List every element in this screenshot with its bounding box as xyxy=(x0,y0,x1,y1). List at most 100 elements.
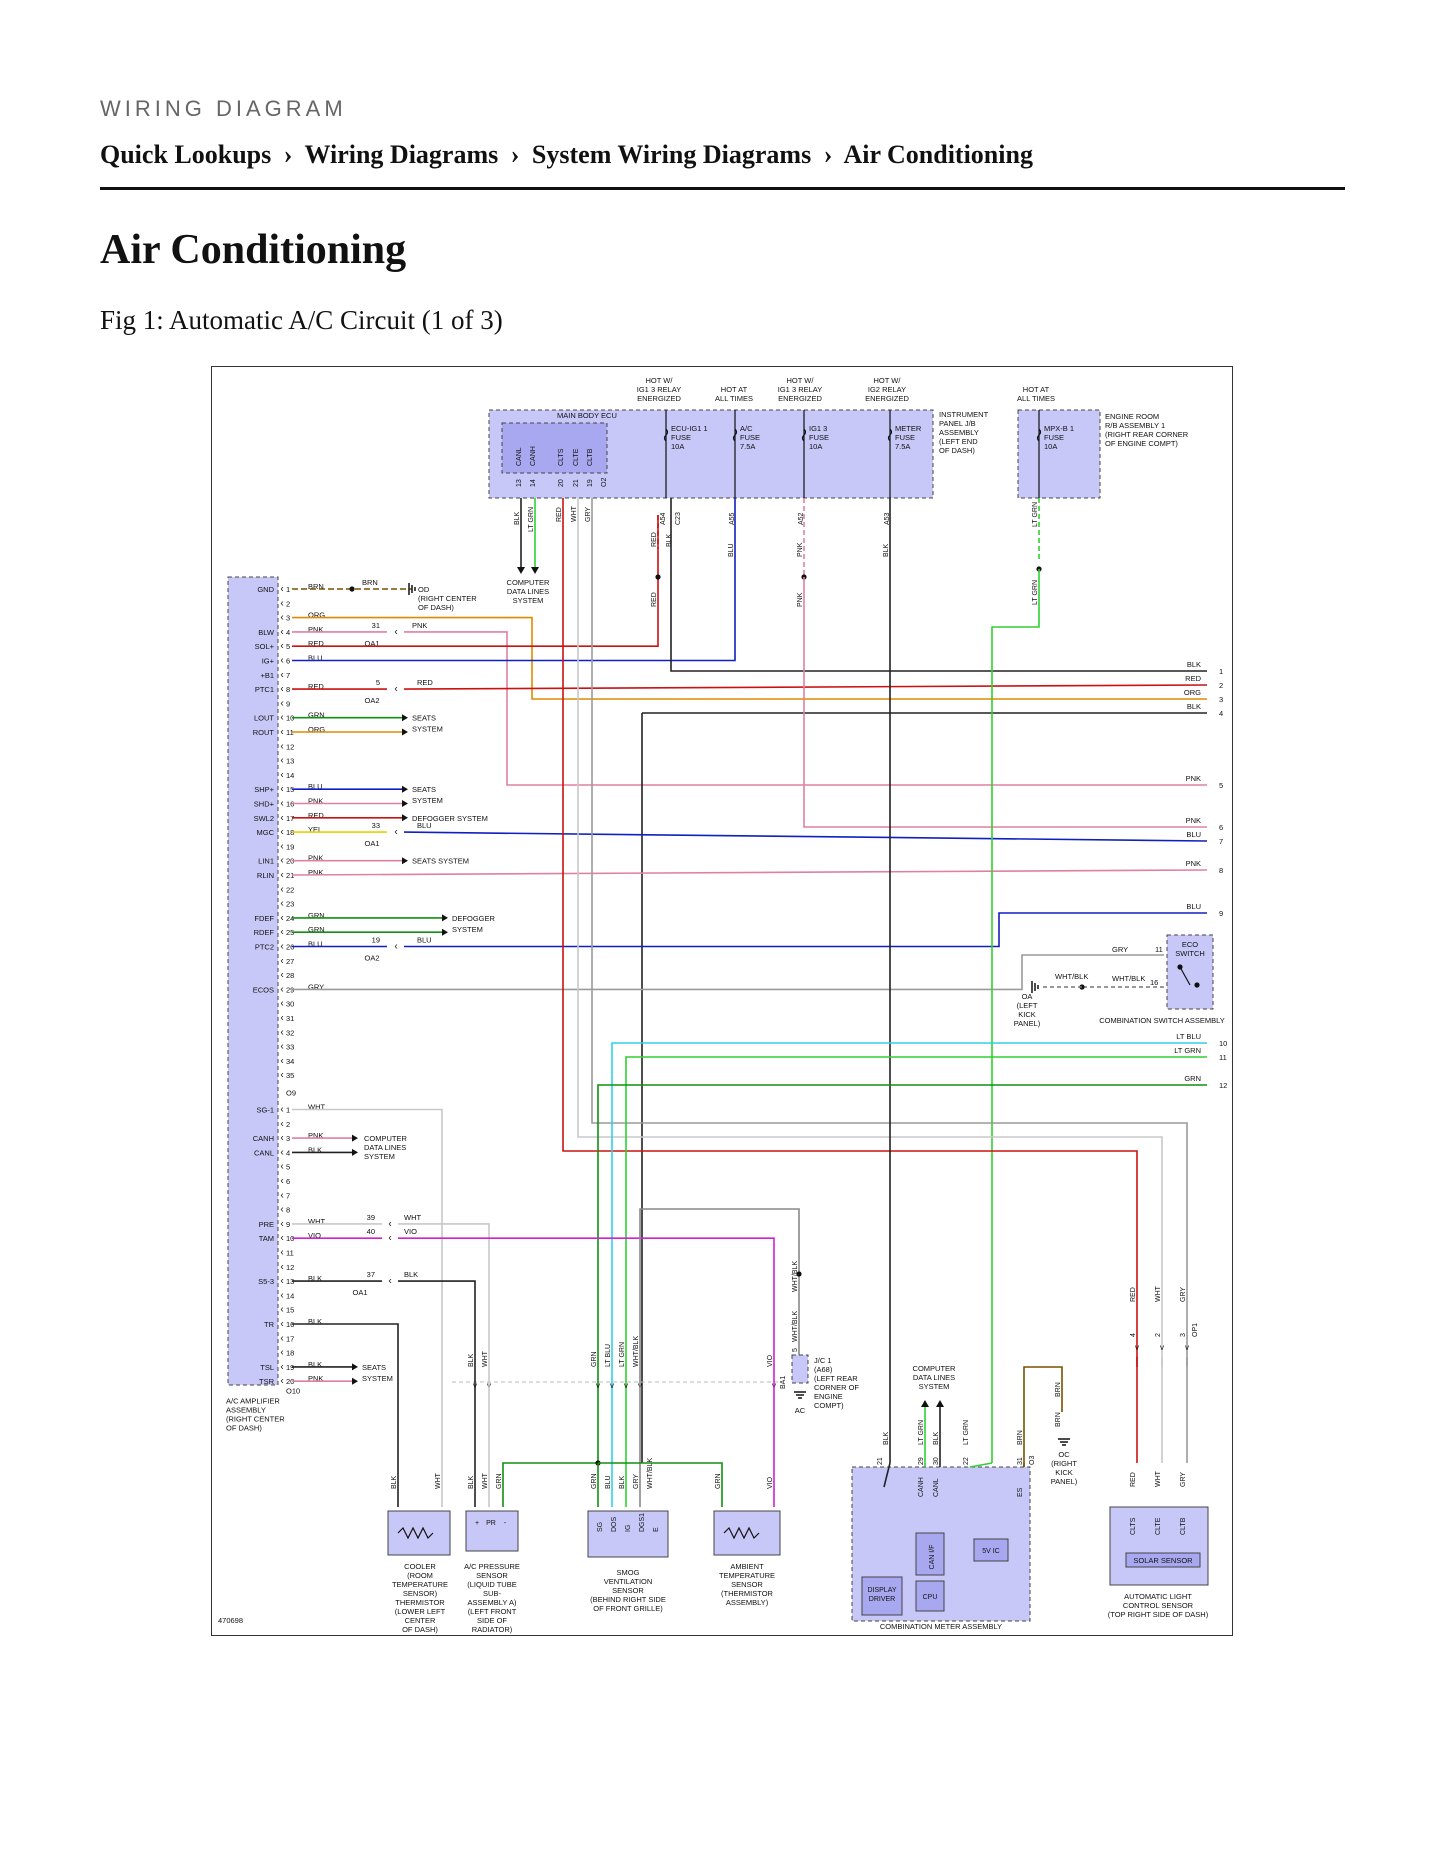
amplifier-pin-number: 6 xyxy=(286,657,290,666)
connector-icon: ‹ xyxy=(280,1261,283,1272)
engine-room-label: OF ENGINE COMPT) xyxy=(1105,439,1178,448)
amplifier-pin-label: SOL+ xyxy=(255,642,275,651)
wire-color-label: BLK xyxy=(514,511,521,525)
amplifier-pin-number: 12 xyxy=(286,742,294,751)
amplifier-pin-number: 3 xyxy=(286,614,290,623)
splice-dot xyxy=(349,586,355,592)
seats-system-label: SEATS SYSTEM xyxy=(412,857,469,866)
ground-od-label: (RIGHT CENTER xyxy=(418,594,477,603)
hot-label: HOT AT xyxy=(1023,385,1050,394)
ac-pressure-label: (LIQUID TUBE xyxy=(467,1580,516,1589)
combination-meter-label: COMBINATION METER ASSEMBLY xyxy=(880,1622,1002,1631)
breadcrumb-air-conditioning[interactable]: Air Conditioning xyxy=(843,140,1033,169)
solar-sensor-label: SOLAR SENSOR xyxy=(1133,1556,1193,1565)
wire-color-label: LT GRN xyxy=(963,1420,970,1445)
wire-color-label: GRN xyxy=(308,711,325,720)
connector-icon: ‹ xyxy=(280,1070,283,1081)
connector-icon: ‹ xyxy=(280,1133,283,1144)
hot-label: ALL TIMES xyxy=(715,394,753,403)
wire-color-label: WHT/BLK xyxy=(1055,972,1088,981)
meter-pin-number: 22 xyxy=(963,1457,970,1465)
ground-od-label: OF DASH) xyxy=(418,603,454,612)
wire-color-label: PNK xyxy=(1186,816,1201,825)
connector-icon: ‹ xyxy=(280,955,283,966)
arrow-icon xyxy=(442,914,448,922)
wire-color-label: GRN xyxy=(1184,1074,1201,1083)
smog-pin-label: SG xyxy=(597,1522,604,1532)
connector-icon: ‹ xyxy=(280,1147,283,1158)
amplifier-pin-label: +B1 xyxy=(260,671,274,680)
amplifier-pin-number: 11 xyxy=(286,1249,294,1258)
connector-icon: ‹ xyxy=(280,1161,283,1172)
amplifier-pin-number: 10 xyxy=(286,714,294,723)
fuse-icon xyxy=(801,428,807,442)
amplifier-pin-number: 1 xyxy=(286,1106,290,1115)
ac-amplifier-box xyxy=(227,576,279,1386)
fuse-connector-label: A55 xyxy=(729,512,736,525)
wire-color-label: BLU xyxy=(417,821,432,830)
connector-icon: ‹ xyxy=(388,1233,391,1244)
wire-color-label: BRN xyxy=(1055,1412,1062,1427)
amplifier-pin-number: 8 xyxy=(286,1206,290,1215)
wire-color-label: WHT/BLK xyxy=(792,1311,799,1342)
main-body-ecu-box xyxy=(501,422,608,474)
pin-number: 4 xyxy=(1130,1333,1137,1337)
computer-data-lines-label: DATA LINES xyxy=(913,1373,955,1382)
breadcrumb-wiring-diagrams[interactable]: Wiring Diagrams xyxy=(304,140,499,169)
pnk-wire xyxy=(803,577,1207,828)
hot-label: ENERGIZED xyxy=(778,394,822,403)
ecu-pin-number: 19 xyxy=(587,479,594,487)
arrow-icon xyxy=(531,567,539,574)
wire-color-label: GRY xyxy=(1180,1287,1187,1302)
breadcrumb-separator: › xyxy=(510,140,520,169)
amplifier-pin-number: 13 xyxy=(286,757,294,766)
solar-pin-label: CLTS xyxy=(1130,1517,1137,1535)
wire-color-label: BRN xyxy=(1055,1382,1062,1397)
wire-color-label: GRY xyxy=(308,982,324,991)
right-wire-number: 10 xyxy=(1219,1039,1227,1048)
connector-icon: v xyxy=(624,1381,628,1390)
connector-icon: ‹ xyxy=(280,998,283,1009)
cooler-label: OF DASH) xyxy=(402,1625,438,1634)
wire-color-label: WHT/BLK xyxy=(647,1458,654,1489)
section-eyebrow: WIRING DIAGRAM xyxy=(100,96,347,121)
wire-color-label: WHT xyxy=(308,1103,325,1112)
amplifier-pin-number: 26 xyxy=(286,943,294,952)
connector-label: OA1 xyxy=(352,1288,367,1297)
wire-color-label: GRN xyxy=(591,1351,598,1367)
wire-color-label: RED xyxy=(651,532,658,547)
fuse-label: MPX-B 1 xyxy=(1044,424,1074,433)
connector-icon: ‹ xyxy=(280,827,283,838)
defogger-system-label: DEFOGGER SYSTEM xyxy=(412,814,488,823)
arrow-icon xyxy=(352,1363,358,1371)
blu-wire xyxy=(404,912,1207,948)
wire-color-label: BRN xyxy=(1017,1430,1024,1445)
amplifier-pin-label: PTC2 xyxy=(255,943,274,952)
wire-color-label: LT BLU xyxy=(605,1344,612,1367)
amplifier-pin-number: 18 xyxy=(286,1349,294,1358)
connector-icon: v xyxy=(596,1381,600,1390)
right-wire-number: 3 xyxy=(1219,695,1223,704)
ac-pressure-label: A/C PRESSURE xyxy=(464,1562,520,1571)
connector-icon: ‹ xyxy=(280,741,283,752)
cooler-label: (LOWER LEFT xyxy=(395,1607,446,1616)
connector-icon: ‹ xyxy=(280,1347,283,1358)
connector-icon: ‹ xyxy=(280,755,283,766)
connector-icon: v xyxy=(1135,1343,1139,1352)
ground-oa-label: KICK xyxy=(1018,1010,1036,1019)
splice-number: 31 xyxy=(372,621,380,630)
breadcrumb-quick-lookups[interactable]: Quick Lookups xyxy=(100,140,272,169)
breadcrumb-system-wiring-diagrams[interactable]: System Wiring Diagrams xyxy=(531,140,812,169)
amplifier-pin-number: 33 xyxy=(286,1043,294,1052)
hot-label: IG1 3 RELAY xyxy=(778,385,822,394)
header-divider xyxy=(100,187,1345,190)
computer-data-lines-label: DATA LINES xyxy=(364,1143,406,1152)
amplifier-pin-number: 22 xyxy=(286,885,294,894)
wire-color-label: PNK xyxy=(797,542,804,557)
wire-color-label: BLU xyxy=(1186,902,1201,911)
amplifier-assembly-label: (RIGHT CENTER xyxy=(226,1415,285,1424)
meter-pin-number: 29 xyxy=(918,1457,925,1465)
gry-wire xyxy=(292,954,1164,991)
amplifier-pin-number: 16 xyxy=(286,1320,294,1329)
connector-label: OA1 xyxy=(364,839,379,848)
